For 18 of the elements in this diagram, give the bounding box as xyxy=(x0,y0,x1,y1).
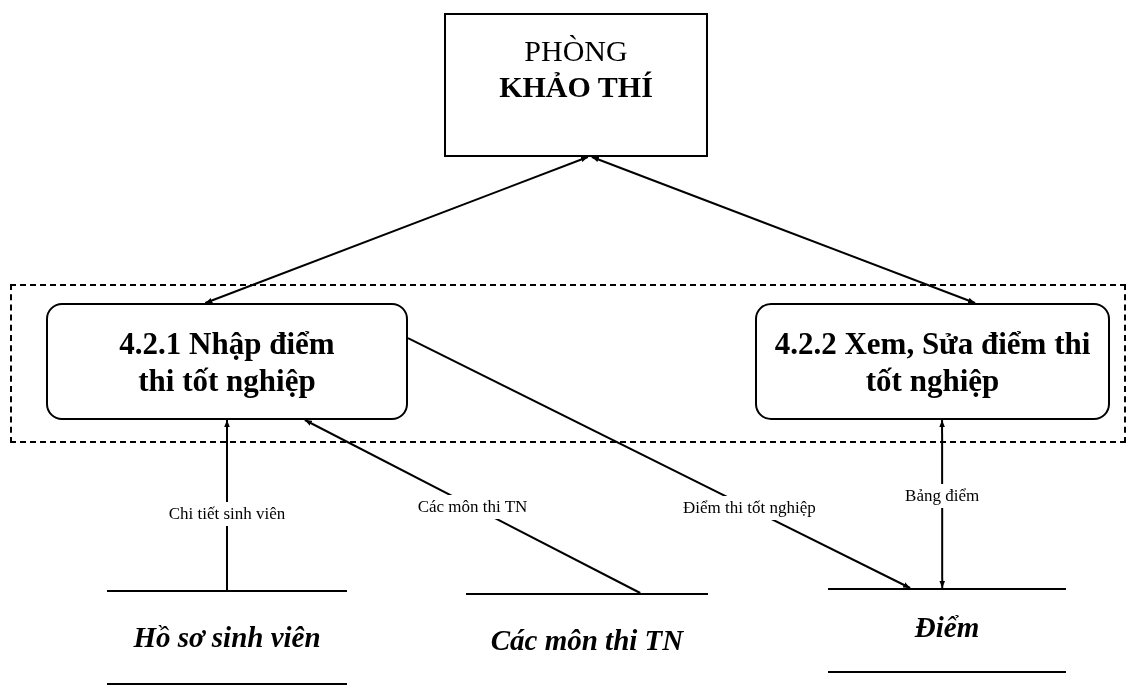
process-box xyxy=(755,303,1110,420)
store-name: Các môn thi TN xyxy=(489,623,685,658)
arrow xyxy=(939,419,946,589)
data-store xyxy=(107,590,347,685)
arrow xyxy=(407,337,912,589)
arrow xyxy=(224,419,230,591)
process-name: 4.2.1 Nhập điểm thi tốt nghiệp xyxy=(118,325,336,400)
arrow xyxy=(204,156,589,304)
entity-name: PHÒNG KHẢO THÍ xyxy=(498,33,654,105)
process-name: 4.2.2 Xem, Sửa điểm thi tốt nghiệp xyxy=(773,325,1092,400)
entity-box xyxy=(444,13,708,157)
store-name: Điểm xyxy=(913,610,981,645)
data-store xyxy=(828,588,1066,673)
store-name: Hồ sơ sinh viên xyxy=(132,620,322,655)
arrow xyxy=(590,156,977,304)
process-group-boundary xyxy=(10,284,1126,443)
process-box xyxy=(46,303,408,420)
edge-label: Điểm thi tốt nghiệp xyxy=(680,496,819,521)
